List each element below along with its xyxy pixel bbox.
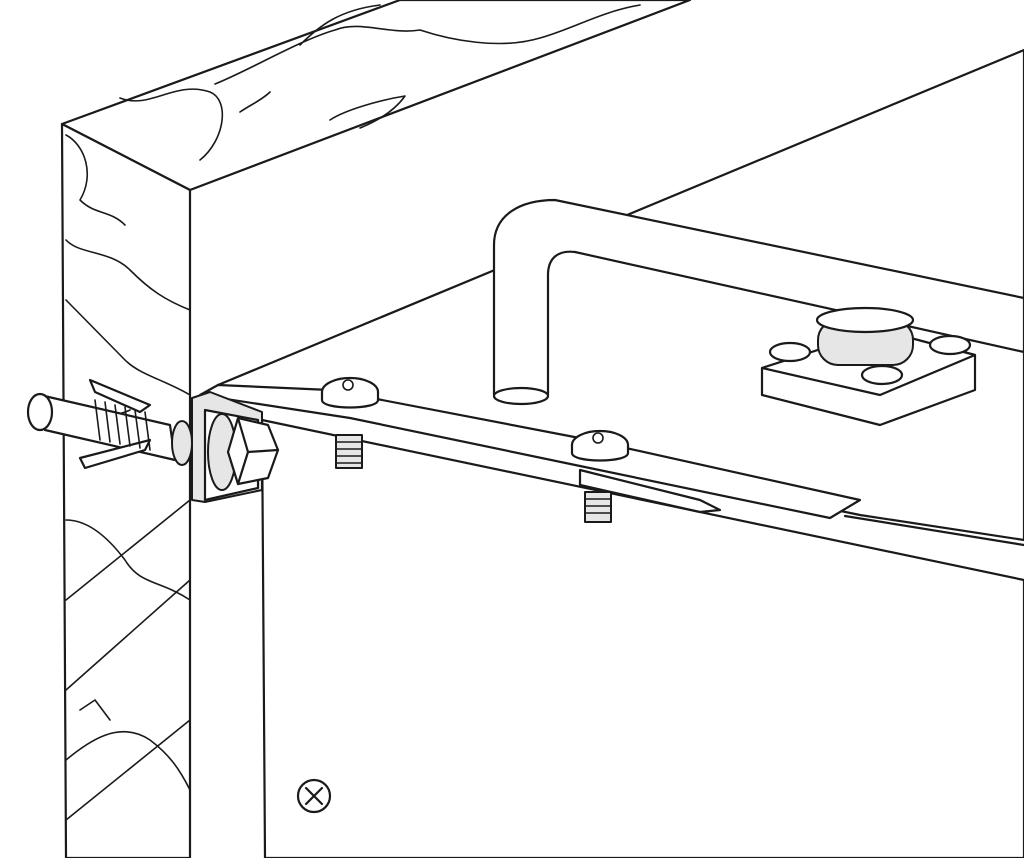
foot-cylinder-top xyxy=(815,306,915,334)
wall-section xyxy=(60,0,692,858)
wall-texture-top xyxy=(119,4,641,161)
phillips-screw-icon xyxy=(296,778,332,814)
anchor-tip xyxy=(26,392,54,432)
foot-screw-2 xyxy=(860,364,904,386)
wall-front-face xyxy=(60,122,192,858)
torx-screw-1 xyxy=(320,376,380,469)
anchor-fin-top xyxy=(88,378,152,414)
cabinet-side-panel xyxy=(260,418,1024,858)
torx-screw-2 xyxy=(570,429,630,523)
anchor-nut xyxy=(171,420,193,466)
bracket-plate xyxy=(198,383,862,520)
rubber-foot xyxy=(760,306,977,427)
foot-screw-3 xyxy=(928,334,972,356)
handle xyxy=(492,198,1024,406)
anchor-fin-bottom xyxy=(78,438,152,470)
bracket-slot-plate xyxy=(578,468,722,514)
handle-body xyxy=(492,198,1024,397)
anchor-spring xyxy=(94,399,151,451)
wall-anchor-bolt xyxy=(26,378,193,470)
foot-screw-1 xyxy=(768,341,812,363)
hex-bolt-head xyxy=(207,413,280,491)
handle-end xyxy=(492,386,550,406)
